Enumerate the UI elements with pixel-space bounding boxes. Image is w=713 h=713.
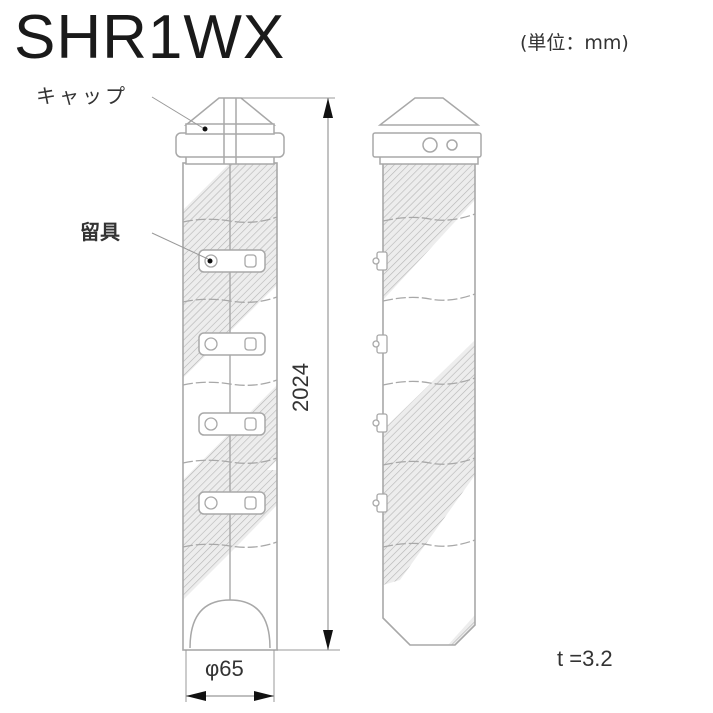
side-hatch-pattern bbox=[383, 163, 475, 645]
diameter-dimension bbox=[185, 650, 275, 702]
thickness-label: t =3.2 bbox=[557, 646, 613, 671]
cap-callout-label: キャップ bbox=[36, 84, 128, 108]
diameter-dimension-label: φ65 bbox=[205, 656, 244, 681]
product-title: SHR1WX bbox=[14, 3, 286, 72]
side-clip-tab bbox=[372, 251, 388, 513]
unit-label: (単位：mm) bbox=[520, 32, 629, 54]
side-view bbox=[372, 97, 482, 646]
length-dimension bbox=[241, 97, 340, 651]
clip-callout-label: 留具 bbox=[80, 220, 120, 244]
cap bbox=[175, 97, 285, 165]
front-view bbox=[151, 96, 285, 651]
side-cap bbox=[372, 97, 482, 165]
